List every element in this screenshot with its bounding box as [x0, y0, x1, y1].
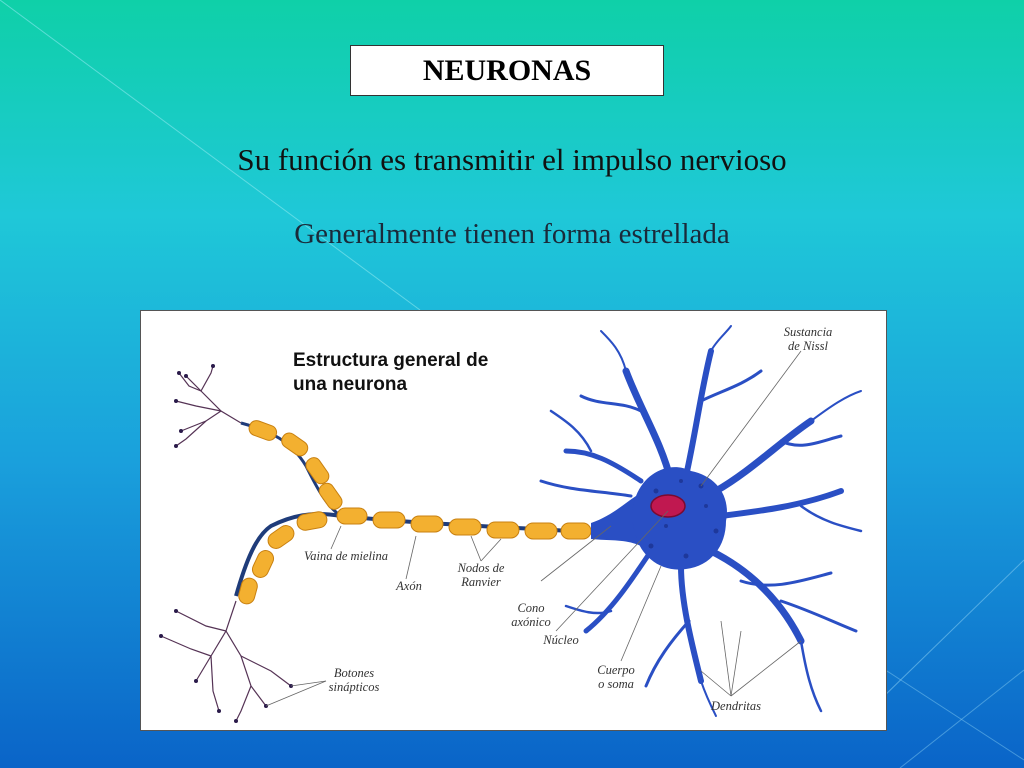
- label-nucleus: Núcleo: [543, 633, 579, 647]
- label-cone: Cono axónico: [511, 601, 551, 629]
- label-buttons: Botones sinápticos: [328, 666, 380, 694]
- label-ranvier: Nodos de Ranvier: [457, 561, 505, 589]
- slide-title: NEURONAS: [350, 45, 664, 96]
- slide-line-function: Su función es transmitir el impulso nerv…: [237, 142, 787, 177]
- label-nissl: Sustancia de Nissl: [783, 325, 833, 353]
- nissl-substance: [648, 479, 719, 559]
- label-dendrites: Dendritas: [711, 699, 761, 713]
- cell-body: [632, 467, 727, 570]
- axon-terminals-upper: [175, 365, 242, 447]
- nucleus: [650, 494, 686, 518]
- label-myelin: Vaina de mielina: [303, 549, 388, 563]
- neuron-diagram: [159, 325, 863, 723]
- axon-terminals-lower: [160, 600, 292, 722]
- dendrites: [539, 325, 863, 717]
- slide-line-shape: Generalmente tienen forma estrellada: [294, 218, 730, 250]
- label-axon: Axón: [396, 579, 422, 593]
- figure-title: Estructura general de una neurona: [293, 350, 489, 395]
- axon-hillock: [591, 496, 641, 546]
- synaptic-button-dots: [159, 364, 293, 723]
- leader-lines: [265, 350, 802, 707]
- label-soma: Cuerpo o soma: [597, 663, 635, 691]
- myelin-sheath: [238, 420, 592, 605]
- neuron-figure: Estructura general de una neurona Sustan…: [140, 310, 887, 731]
